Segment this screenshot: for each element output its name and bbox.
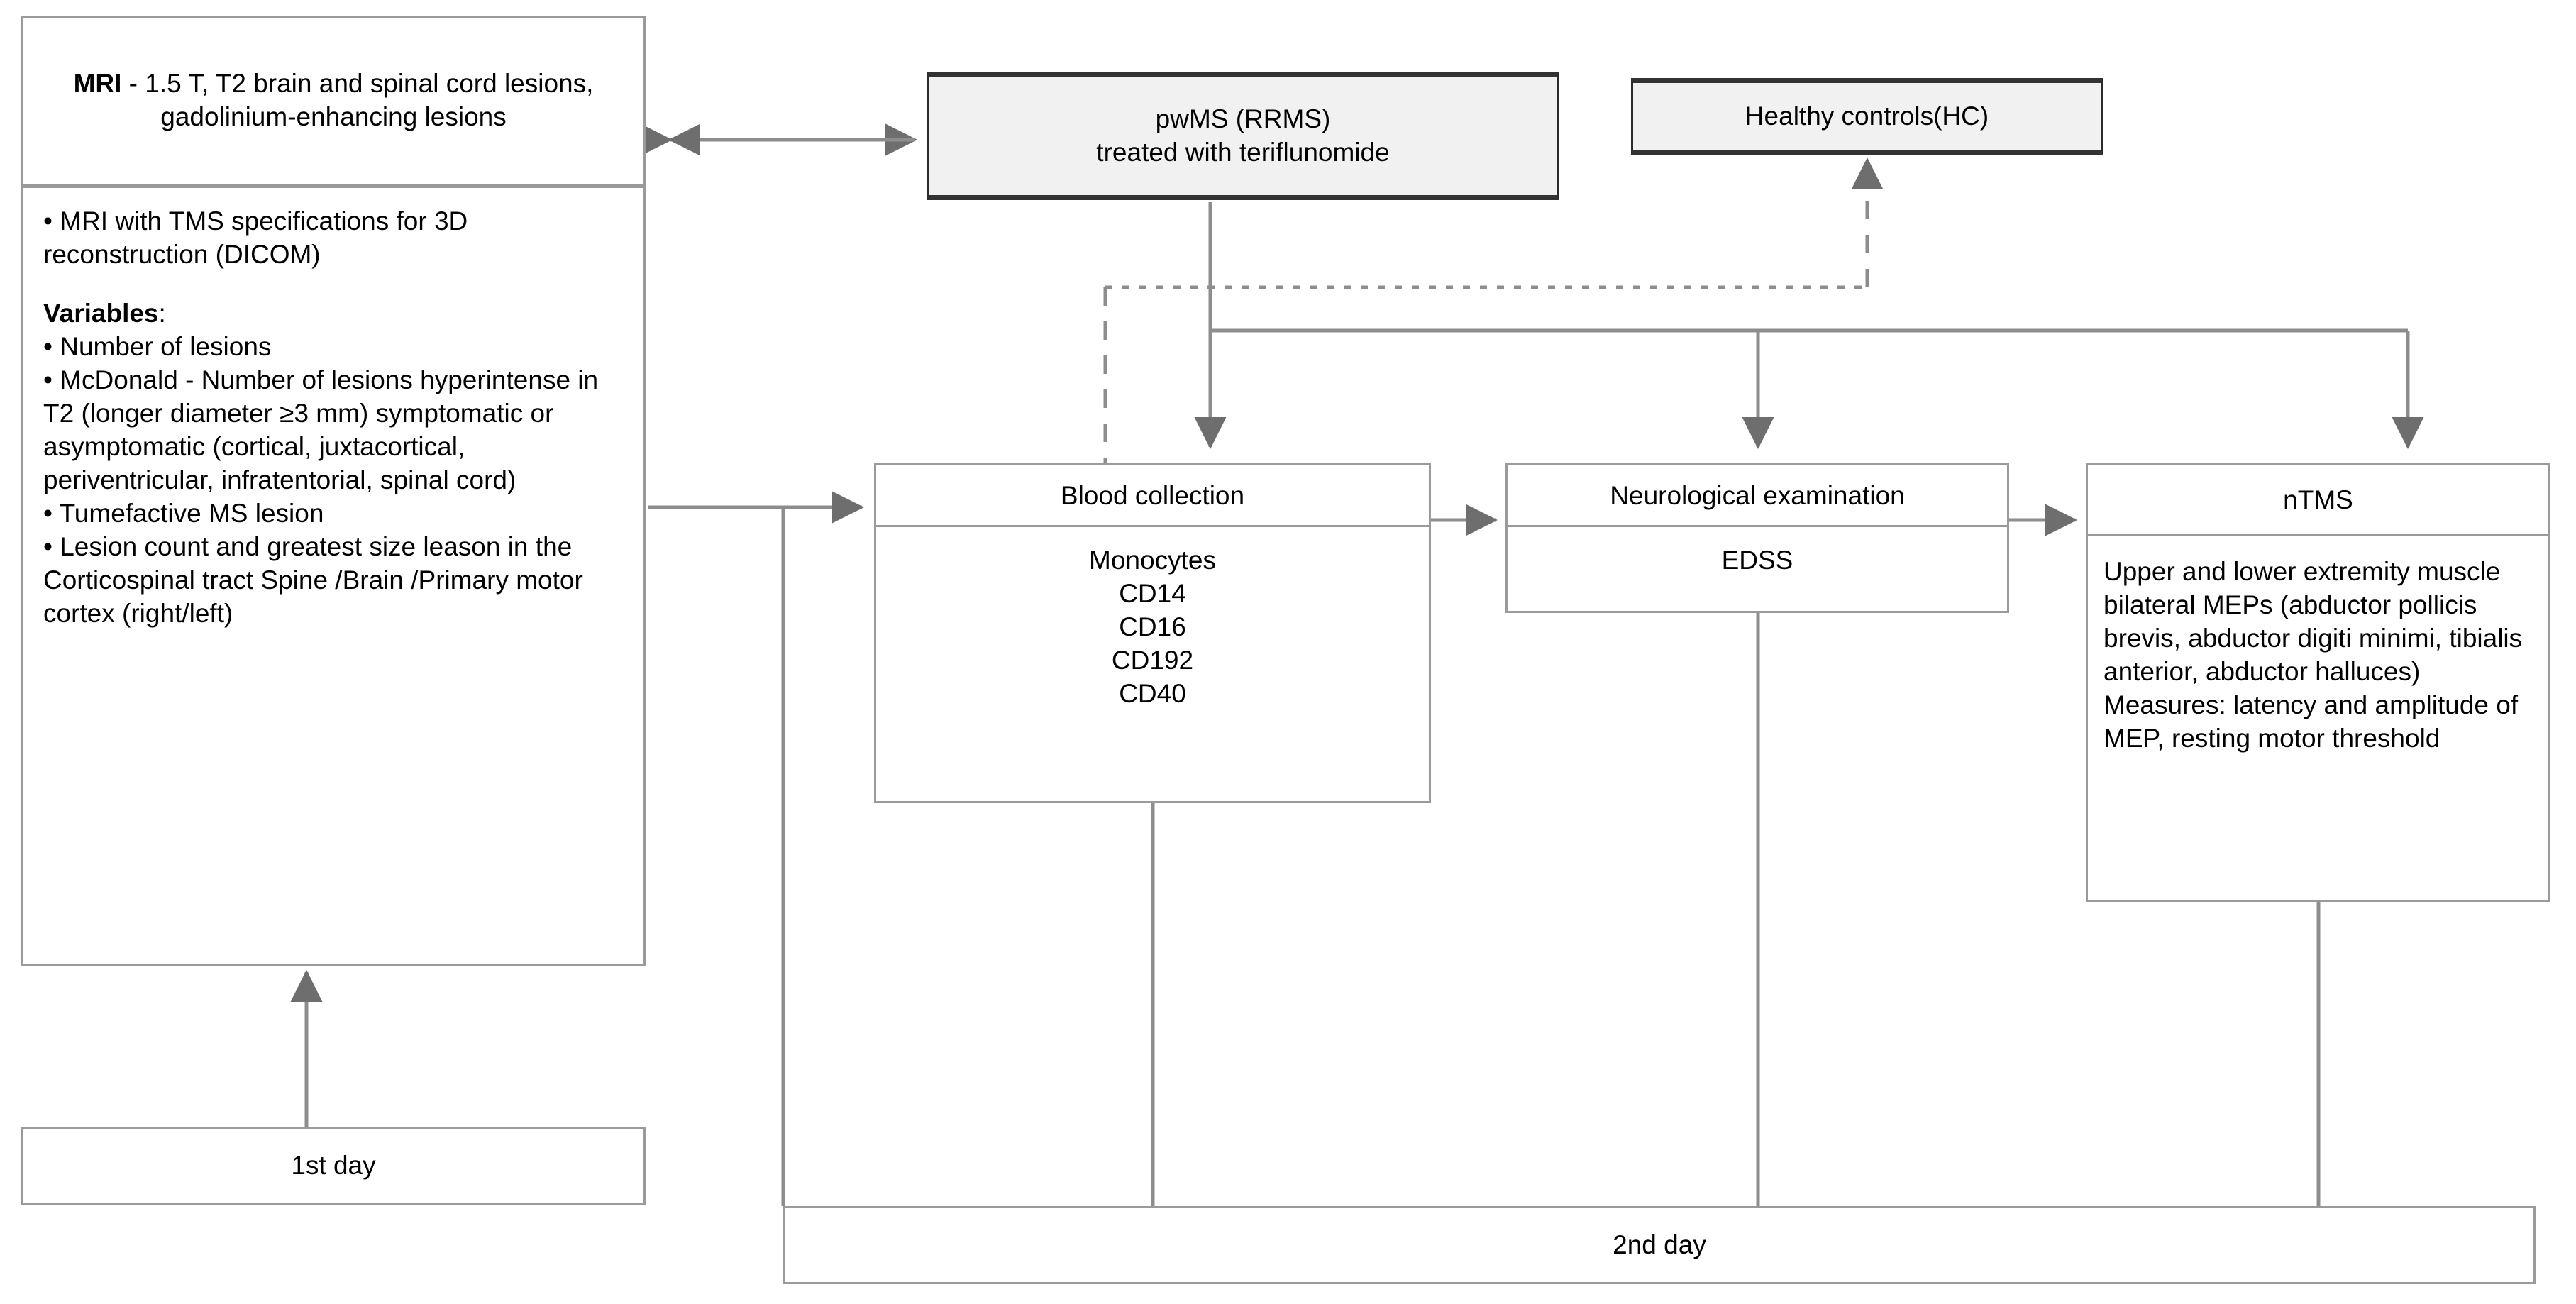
analyte-item: Monocytes [1089, 546, 1216, 575]
blood-analyte-list: Monocytes CD14 CD16 CD192 CD40 [876, 544, 1429, 711]
edss-label: EDSS [1721, 546, 1793, 575]
patients-line-2: treated with teriflunomide [1096, 138, 1390, 167]
second-day-bar: 2nd day [783, 1206, 2536, 1284]
controls-group-box: Healthy controls(HC) [1631, 78, 2103, 155]
analyte-item: CD40 [1119, 678, 1186, 708]
ntms-measures-text: Measures: latency and amplitude of MEP, … [2104, 690, 2519, 753]
variables-label: Variables [43, 298, 159, 328]
mri-details-box: • MRI with TMS specifications for 3D rec… [21, 186, 646, 966]
patients-group-text: pwMS (RRMS) treated with teriflunomide [1096, 103, 1389, 170]
blood-collection-title: Blood collection [1060, 480, 1245, 510]
first-day-bar: 1st day [21, 1127, 646, 1205]
mri-header-rest: - 1.5 T, T2 brain and spinal cord lesion… [121, 69, 594, 131]
mri-header-box: MRI - 1.5 T, T2 brain and spinal cord le… [21, 16, 646, 186]
ntms-muscles-text: Upper and lower extremity muscle bilater… [2104, 557, 2523, 686]
ntms-box: nTMS Upper and lower extremity muscle bi… [2086, 463, 2550, 902]
blood-collection-box: Blood collection Monocytes CD14 CD16 CD1… [874, 463, 1431, 803]
connector-pwms-distribution [1194, 202, 2424, 450]
second-day-label: 2nd day [1613, 1230, 1706, 1259]
analyte-item: CD16 [1119, 612, 1186, 641]
variable-item: • McDonald - Number of lesions hyperinte… [43, 365, 599, 494]
connector-mri-blood [648, 491, 865, 1206]
variables-colon: : [158, 298, 166, 328]
mri-header-text: MRI - 1.5 T, T2 brain and spinal cord le… [40, 67, 626, 134]
analyte-item: CD192 [1111, 645, 1194, 675]
ntms-title: nTMS [2283, 485, 2353, 514]
controls-label: Healthy controls(HC) [1745, 101, 1989, 131]
variable-item: • Lesion count and greatest size leason … [43, 531, 583, 628]
spacer [43, 272, 629, 297]
neuro-exam-title: Neurological examination [1610, 480, 1905, 510]
neurological-exam-box: Neurological examination EDSS [1505, 463, 2009, 613]
mri-bullet-dicom: • MRI with TMS specifications for 3D rec… [43, 206, 468, 269]
neuro-divider [1508, 525, 2007, 527]
mri-label: MRI [73, 69, 122, 99]
patients-group-box: pwMS (RRMS) treated with teriflunomide [927, 72, 1559, 200]
connector-hc-dashed [1103, 157, 1884, 463]
variables-heading: Variables: [43, 297, 629, 331]
analyte-item: CD14 [1119, 578, 1186, 608]
ntms-divider [2088, 534, 2548, 536]
variable-item: • Tumefactive MS lesion [43, 498, 324, 528]
variable-item: • Number of lesions [43, 331, 272, 361]
blood-divider [876, 525, 1429, 527]
first-day-label: 1st day [291, 1150, 376, 1180]
patients-line-1: pwMS (RRMS) [1155, 104, 1331, 134]
